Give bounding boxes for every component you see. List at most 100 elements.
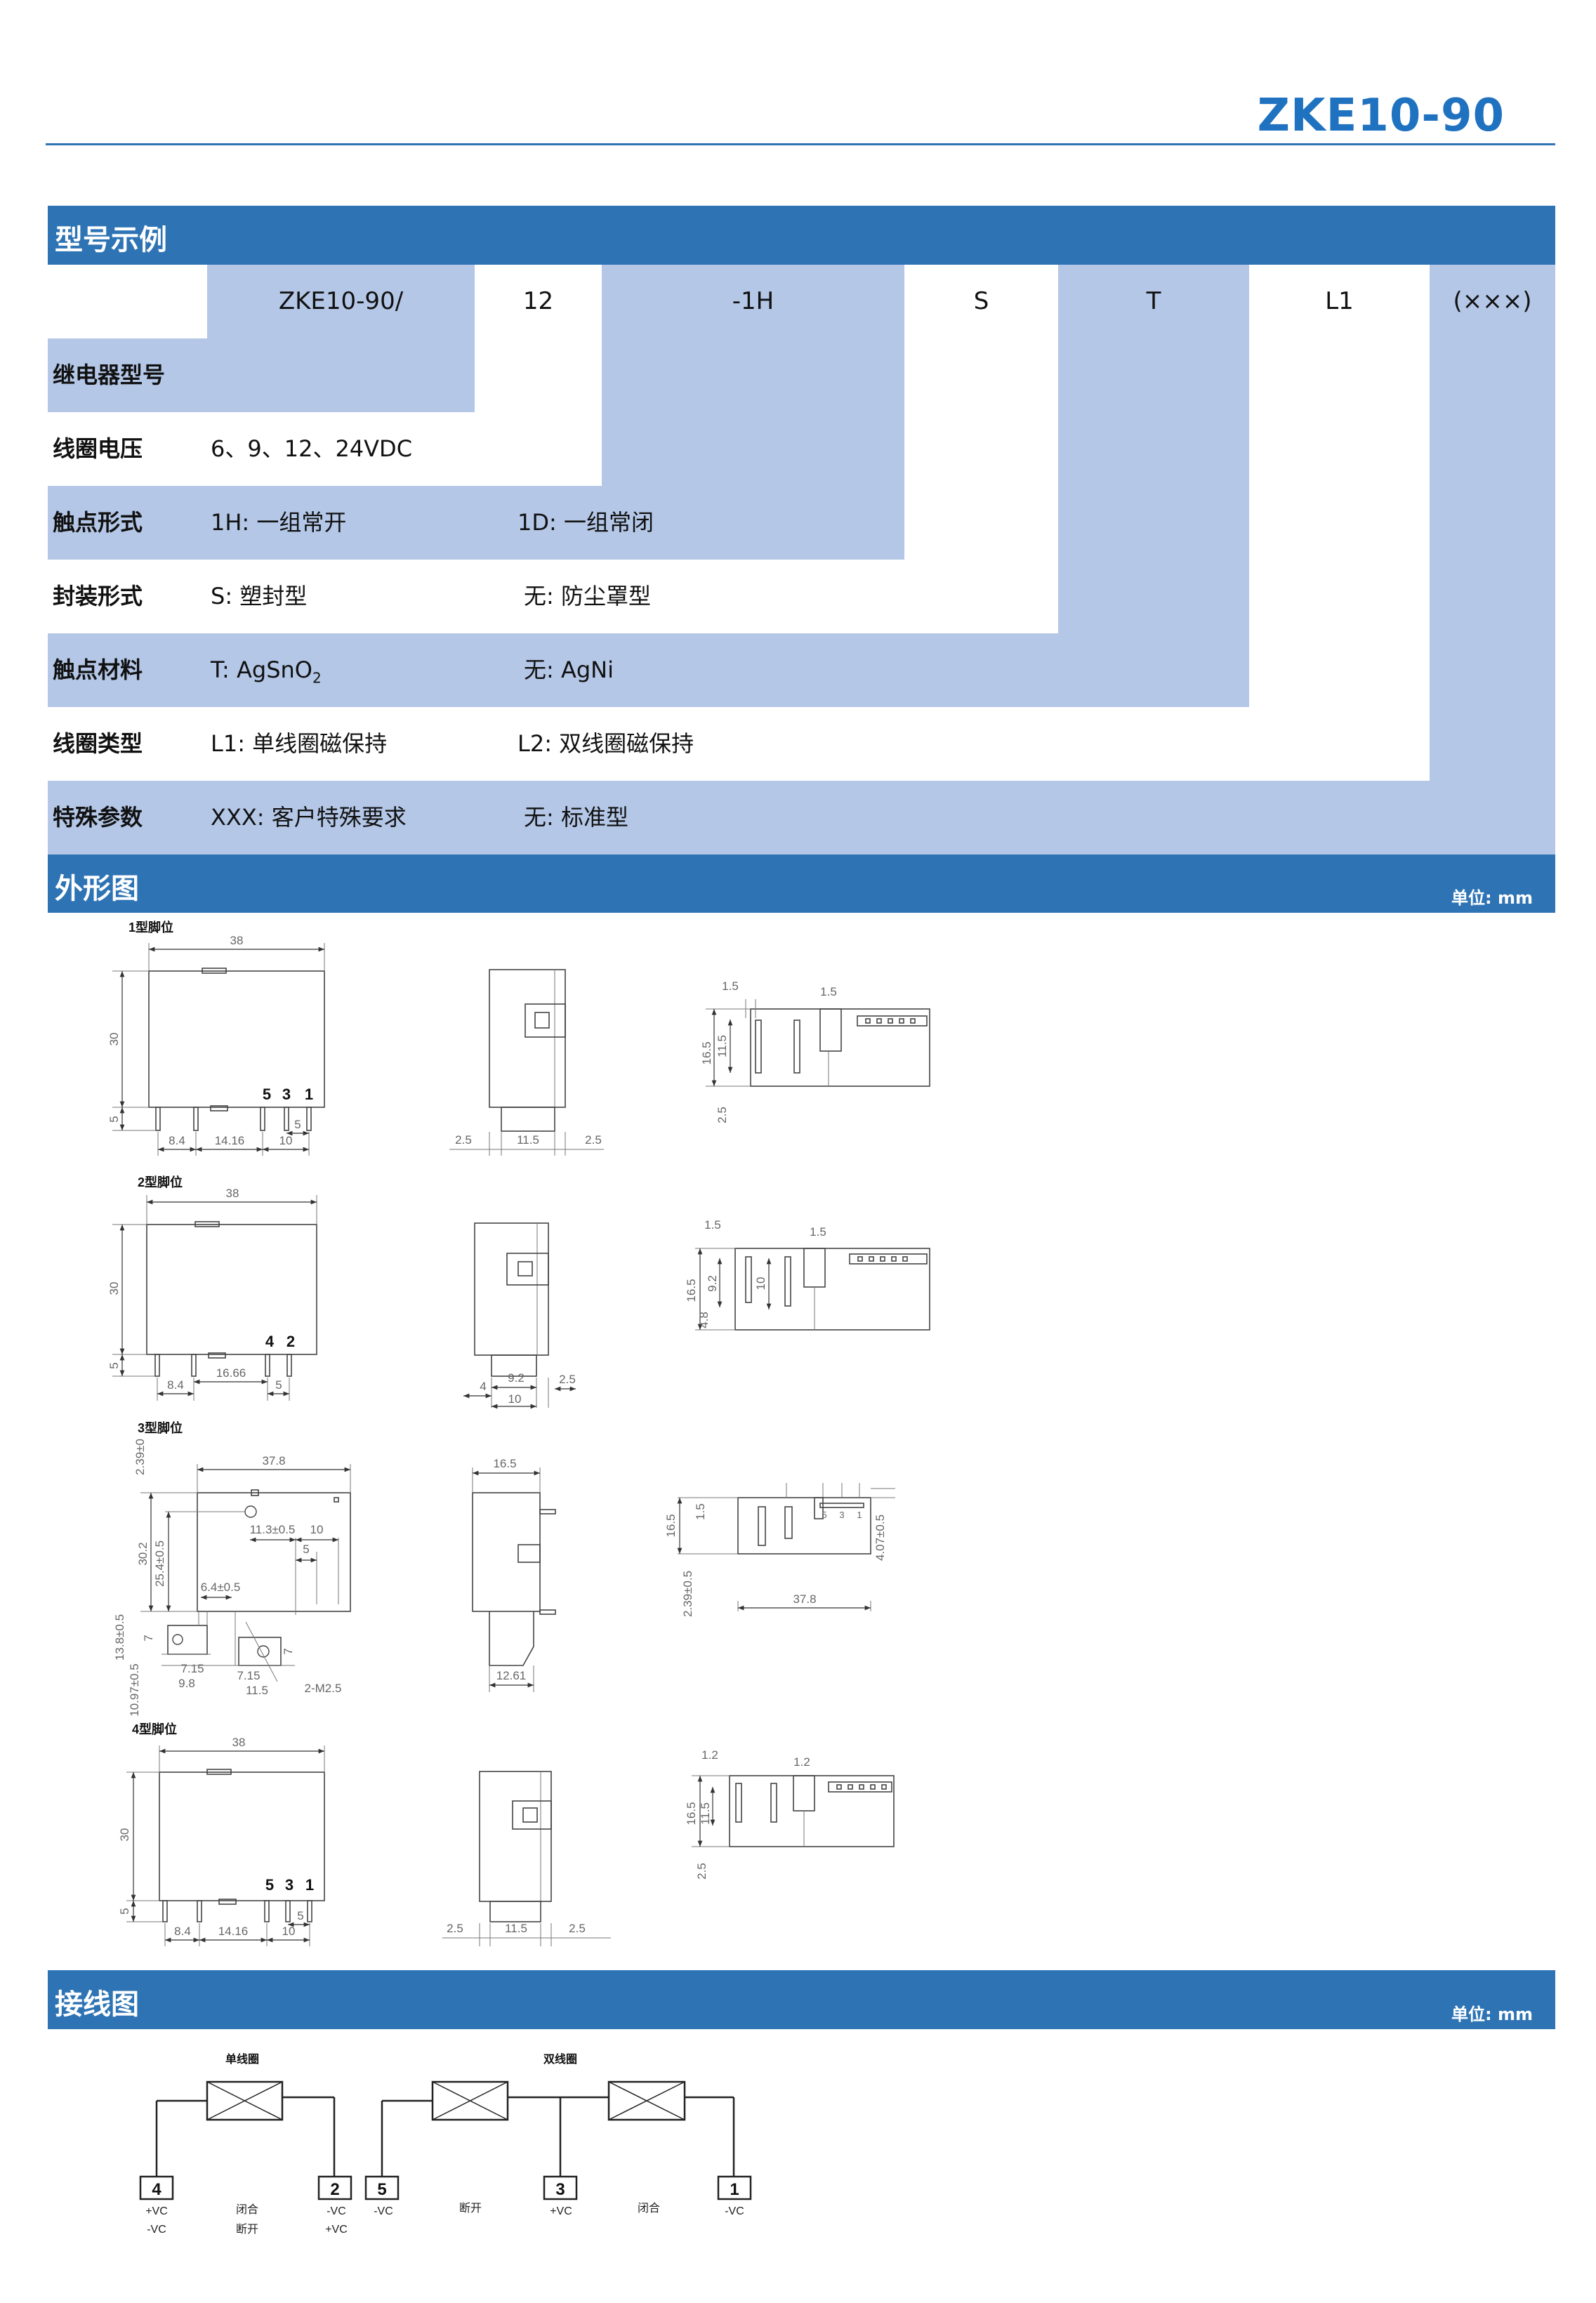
top-clip xyxy=(793,1775,815,1812)
dimension-label: 30 xyxy=(118,1828,131,1842)
pin-number: 4 xyxy=(152,2180,161,2199)
dimension-label: 5 xyxy=(118,1908,131,1914)
front-view-body xyxy=(197,1492,351,1612)
wiring-label: +VC xyxy=(145,2205,168,2217)
wiring-label: 断开 xyxy=(459,2202,482,2215)
small-hole xyxy=(334,1497,339,1503)
top-tab xyxy=(202,968,227,974)
dimension-label: 38 xyxy=(230,934,244,947)
dimension-label: 38 xyxy=(232,1736,246,1749)
side-view-body xyxy=(472,1492,541,1612)
pin-number: 5 xyxy=(265,1876,274,1894)
dimension-label: 10.97±0.5 xyxy=(128,1663,141,1717)
dimension-label: 2.39±0 xyxy=(133,1439,147,1475)
dimension-label: 2.5 xyxy=(455,1133,472,1147)
m25-leader xyxy=(245,1621,278,1682)
row-label-package: 封装形式 xyxy=(53,583,143,609)
bottom-tab xyxy=(208,1352,226,1359)
row-label-voltage: 线圈电压 xyxy=(53,435,143,462)
dimension-label: 12.61 xyxy=(496,1669,527,1682)
section-bar-outline: 外形图 单位: mm xyxy=(48,854,1555,913)
dimension-label: 2.5 xyxy=(569,1922,586,1935)
front-view-body xyxy=(159,1771,325,1901)
diagram-title: 双线圈 xyxy=(543,2052,577,2066)
dimension-label: 4 xyxy=(480,1380,486,1393)
pin-number: 1 xyxy=(730,2180,739,2199)
shade-code-special xyxy=(1430,265,1555,854)
relay-pin xyxy=(162,1900,168,1922)
terminal-right xyxy=(238,1637,282,1666)
wiring-label: -VC xyxy=(147,2224,166,2236)
dimension-label: 2.5 xyxy=(695,1863,708,1880)
pin-box xyxy=(139,2175,174,2200)
pin-number: 4 xyxy=(265,1333,275,1350)
dimension-label: 8.4 xyxy=(167,1378,184,1392)
dimension-label: 11.5 xyxy=(699,1802,712,1825)
relay-pin xyxy=(286,1354,292,1377)
dimension-label: 8.4 xyxy=(174,1925,191,1938)
dimension-label: 5 xyxy=(107,1116,121,1122)
product-title: ZKE10-90 xyxy=(1257,90,1505,142)
dimension-label: 5 xyxy=(107,1362,121,1368)
dimension-label: 7 xyxy=(282,1648,295,1654)
wiring-label: 闭合 xyxy=(638,2202,660,2215)
side-clip xyxy=(512,1800,552,1830)
coil-type-opt1: L1: 单线圈磁保持 xyxy=(211,730,388,757)
dimension-label: 13.8±0.5 xyxy=(113,1614,126,1661)
code-package: S xyxy=(973,287,989,315)
top-tab xyxy=(251,1489,259,1496)
material-opt1-sub: 2 xyxy=(312,669,322,687)
bottom-tab xyxy=(218,1899,237,1905)
dimension-label: 1.5 xyxy=(810,1225,826,1239)
wiring-label: -VC xyxy=(327,2205,346,2217)
pin-number: 5 xyxy=(263,1085,271,1103)
side-clip-slot xyxy=(522,1807,538,1823)
dimension-label: 37.8 xyxy=(262,1454,285,1467)
dimension-label: 8.4 xyxy=(169,1134,185,1147)
dimension-label: 10 xyxy=(310,1523,324,1536)
indicator-dot xyxy=(899,1018,904,1024)
dimension-label: 16.5 xyxy=(685,1279,698,1302)
indicator-strip xyxy=(849,1253,928,1265)
material-opt1: T: AgSnO2 xyxy=(211,633,322,715)
section-title: 外形图 xyxy=(55,873,139,905)
pin-block xyxy=(491,1354,537,1377)
section-bar-model-example: 型号示例 xyxy=(48,206,1555,265)
dimension-label: 30.2 xyxy=(136,1542,150,1565)
dimension-label: 30 xyxy=(107,1033,121,1046)
relay-pin xyxy=(285,1900,291,1922)
pin-box xyxy=(317,2175,352,2200)
dimension-label: 14.16 xyxy=(215,1134,245,1147)
top-tab xyxy=(206,1769,232,1775)
relay-pin xyxy=(307,1900,312,1922)
wiring-label: -VC xyxy=(725,2205,744,2217)
indicator-dot xyxy=(880,1256,885,1262)
pin-number: 3 xyxy=(555,2180,565,2199)
special-opt1: XXX: 客户特殊要求 xyxy=(211,804,407,831)
side-clip-slot xyxy=(517,1261,533,1276)
dimension-label: 11.5 xyxy=(517,1133,539,1147)
coil-cross xyxy=(432,2081,508,2120)
relay-pin xyxy=(191,1354,197,1377)
unit-label: 单位: mm xyxy=(1451,2005,1533,2024)
dimension-label: 16.5 xyxy=(685,1802,698,1825)
indicator-dot xyxy=(869,1256,874,1262)
pin-strip xyxy=(819,1503,864,1508)
dimension-label: 2.39±0.5 xyxy=(681,1571,694,1617)
wiring-label: +VC xyxy=(550,2205,572,2217)
pin-slot xyxy=(758,1506,766,1546)
pin-box xyxy=(364,2175,400,2200)
voltage-options: 6、9、12、24VDC xyxy=(211,435,413,462)
dimension-label: 2-M2.5 xyxy=(305,1682,342,1695)
indicator-strip xyxy=(857,1015,928,1027)
dimension-label: 7.15 xyxy=(180,1662,204,1675)
dimension-label: 5 xyxy=(294,1118,301,1131)
indicator-dot xyxy=(859,1784,864,1790)
dimension-label: 37.8 xyxy=(793,1592,816,1606)
side-clip-slot xyxy=(534,1012,550,1029)
pin-number: 5 xyxy=(377,2180,386,2199)
dimension-label: 11.5 xyxy=(246,1684,268,1697)
